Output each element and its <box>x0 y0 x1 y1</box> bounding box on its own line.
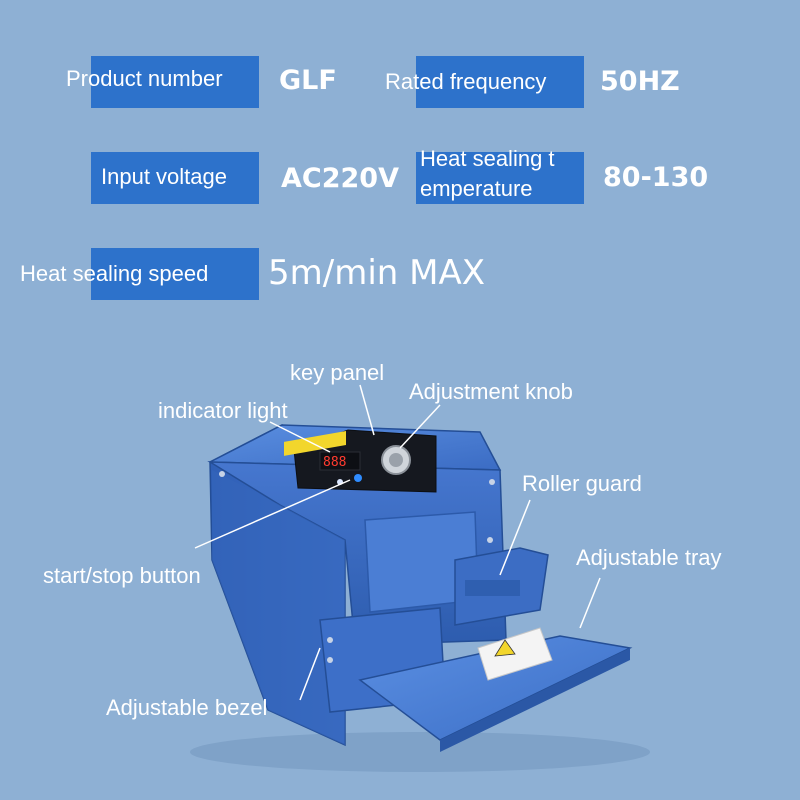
rated-frequency-label: Rated frequency <box>385 69 547 94</box>
input-voltage-value: AC220V <box>281 163 399 194</box>
leader-roller-guard <box>499 499 531 576</box>
product-number-box <box>91 56 259 108</box>
leader-indicator-light <box>269 421 331 453</box>
rated-frequency-box <box>416 56 584 108</box>
callout-adjustable-tray: Adjustable tray <box>576 545 722 570</box>
leader-start-stop <box>194 479 351 549</box>
callout-roller-guard: Roller guard <box>522 471 642 496</box>
input-voltage-label: Input voltage <box>101 164 227 189</box>
product-number-value: GLF <box>279 65 337 96</box>
callout-adjustment-knob: Adjustment knob <box>409 379 573 404</box>
heat-temp-box <box>416 152 584 204</box>
heat-temp-label-line2: emperature <box>420 176 533 201</box>
product-number-label: Product number <box>66 66 223 91</box>
leader-adjustment-knob <box>399 404 441 449</box>
indicator-light <box>354 474 362 482</box>
callout-start-stop-button: start/stop button <box>43 563 201 588</box>
leader-key-panel <box>359 384 375 436</box>
heat-speed-box <box>91 248 259 300</box>
heat-temp-label-line1: Heat sealing t <box>420 146 555 171</box>
callout-adjustable-bezel: Adjustable bezel <box>106 695 268 720</box>
rated-frequency-value: 50HZ <box>600 66 680 97</box>
leader-adjustable-tray <box>579 577 601 629</box>
heat-speed-label: Heat sealing speed <box>20 261 209 286</box>
heat-speed-value: 5m/min MAX <box>268 253 486 293</box>
input-voltage-box <box>91 152 259 204</box>
callout-indicator-light: indicator light <box>158 398 288 423</box>
leader-adjustable-bezel <box>299 647 321 701</box>
warning-sticker <box>284 430 346 456</box>
machine-shadow <box>190 732 650 772</box>
heat-temp-value: 80-130 <box>603 162 709 193</box>
callout-key-panel: key panel <box>290 360 385 385</box>
digital-display <box>319 451 361 471</box>
display-readout: 888 <box>323 455 346 470</box>
